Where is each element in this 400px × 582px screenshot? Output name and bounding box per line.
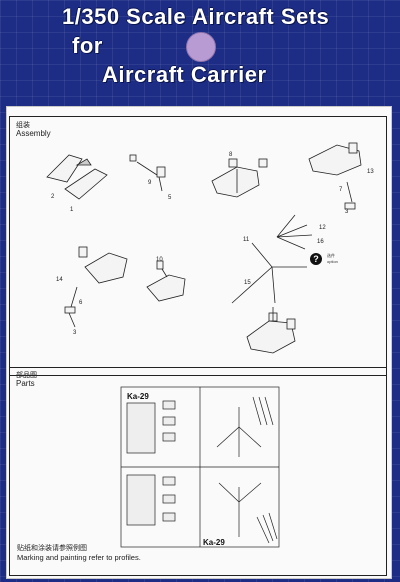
rotor-mast-drawing xyxy=(129,154,166,192)
svg-text:3: 3 xyxy=(73,330,77,336)
svg-text:16: 16 xyxy=(317,239,324,245)
marking-note-zh: 贴纸和涂装请参照例图 xyxy=(17,545,87,552)
parts-label-en: Parts xyxy=(16,379,35,388)
assembly-step-numbers: 2 1 9 5 8 13 7 3 12 16 11 15 10 14 6 3 xyxy=(51,152,374,336)
assembly-drawings: 2 1 9 5 8 13 7 3 12 16 11 15 10 14 6 3 xyxy=(46,142,374,548)
helicopter-body-drawing-3 xyxy=(146,260,186,302)
rotor-blades-drawing xyxy=(276,214,313,250)
fuselage-parts-drawing xyxy=(46,154,108,200)
option-icon: ? xyxy=(310,253,322,265)
svg-text:6: 6 xyxy=(79,300,83,306)
color-dot xyxy=(186,32,216,62)
marking-note-en: Marking and painting refer to profiles. xyxy=(17,553,141,562)
svg-text:Ka-29: Ka-29 xyxy=(203,538,225,547)
svg-text:13: 13 xyxy=(367,169,374,175)
title-line-1: 1/350 Scale Aircraft Sets xyxy=(62,4,330,29)
svg-text:7: 7 xyxy=(339,187,343,193)
option-label-zh: 选件 xyxy=(327,253,335,258)
assembly-label-zh: 组装 xyxy=(16,122,30,129)
svg-text:11: 11 xyxy=(243,237,250,243)
svg-text:2: 2 xyxy=(51,194,55,200)
helicopter-body-drawing-1 xyxy=(211,158,268,198)
svg-text:3: 3 xyxy=(345,209,349,215)
svg-text:14: 14 xyxy=(56,277,63,283)
svg-text:Ka-29: Ka-29 xyxy=(127,392,149,401)
helicopter-body-drawing-2 xyxy=(308,142,362,210)
svg-text:10: 10 xyxy=(156,257,163,263)
title-line-3: Aircraft Carrier xyxy=(102,62,267,87)
svg-text:5: 5 xyxy=(168,195,172,201)
instruction-panel: 组装 Assembly 部品图 Parts ? option 选件 xyxy=(6,106,392,579)
title-line-2: for xyxy=(72,33,103,58)
svg-text:8: 8 xyxy=(229,152,233,158)
final-helicopter-drawing xyxy=(246,307,296,354)
parts-frame xyxy=(9,367,387,576)
parts-label-zh: 部品图 xyxy=(16,372,37,379)
svg-text:15: 15 xyxy=(244,280,251,286)
option-label-en: option xyxy=(327,259,338,264)
svg-text:1: 1 xyxy=(70,207,74,213)
assembly-frame xyxy=(9,116,387,376)
sprue-labels: Ka-29 Ka-29 xyxy=(127,392,225,547)
main-rotor-drawing xyxy=(231,242,307,304)
sprue-drawing xyxy=(120,386,280,548)
svg-text:9: 9 xyxy=(148,180,152,186)
assembly-label-en: Assembly xyxy=(16,129,51,138)
svg-text:12: 12 xyxy=(319,225,326,231)
helicopter-gear-drawing xyxy=(64,246,128,328)
